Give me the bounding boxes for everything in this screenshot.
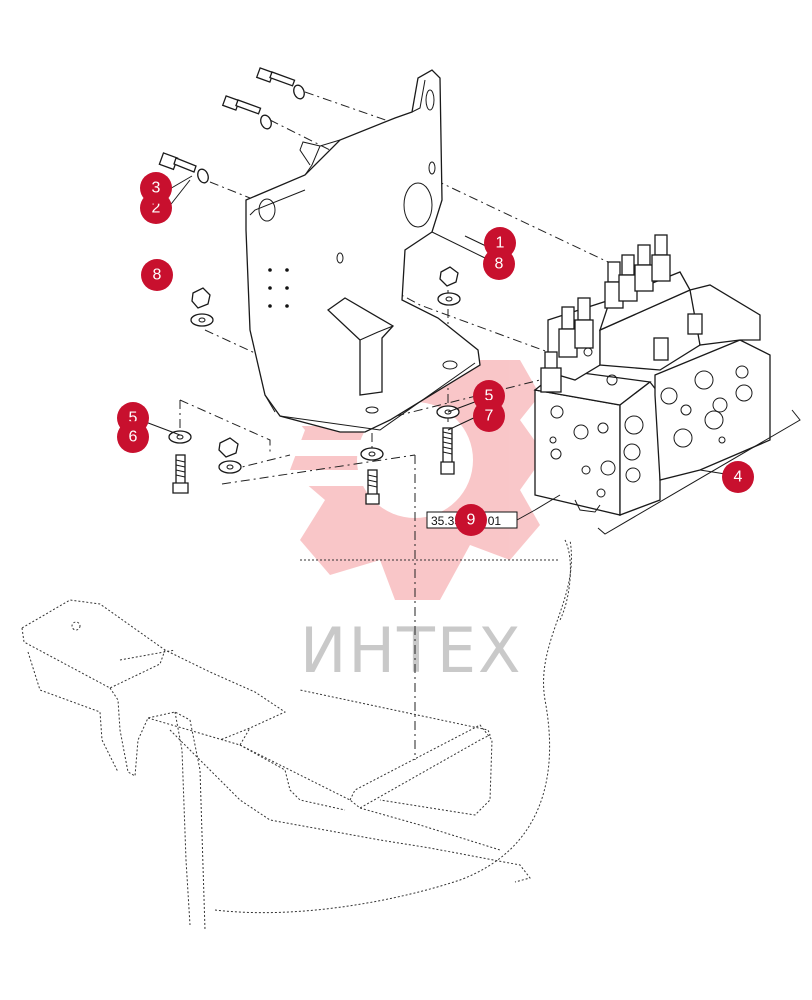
svg-text:9: 9 [467, 512, 476, 529]
control-valve-block [533, 234, 771, 516]
nut-icon [218, 437, 242, 474]
bolt-icon [255, 67, 305, 100]
svg-text:4: 4 [734, 469, 743, 486]
callout-8-left: 8 [141, 259, 173, 291]
bolt-icon [221, 95, 272, 130]
fasteners [158, 67, 461, 505]
svg-text:6: 6 [129, 429, 138, 446]
callout-9: 9 [455, 504, 487, 536]
callout-8-right: 8 [483, 248, 515, 280]
svg-text:1: 1 [496, 235, 505, 252]
callout-4: 4 [722, 461, 754, 493]
bolt-icon [436, 405, 460, 475]
callout-6: 6 [117, 421, 149, 453]
callout-markers: 2 3 1 8 8 5 6 5 7 9 4 [117, 172, 754, 536]
bolt-icon [158, 152, 209, 184]
valve-ports [549, 347, 753, 498]
callout-7: 7 [473, 400, 505, 432]
callout-3: 3 [140, 172, 172, 204]
svg-text:3: 3 [152, 180, 161, 197]
mounting-bracket [245, 69, 486, 433]
frame-outline [21, 539, 572, 931]
svg-text:5: 5 [129, 410, 138, 427]
watermark-text: ИНТЕХ [300, 614, 523, 687]
svg-text:5: 5 [485, 388, 494, 405]
svg-text:8: 8 [153, 267, 162, 284]
svg-text:8: 8 [495, 256, 504, 273]
svg-text:7: 7 [485, 408, 494, 425]
nut-icon [437, 266, 461, 306]
svg-text:2: 2 [152, 200, 161, 217]
bolt-icon [168, 430, 192, 494]
bolt-icon [360, 447, 384, 505]
nut-icon [190, 287, 214, 327]
solenoid-icon [540, 234, 703, 393]
